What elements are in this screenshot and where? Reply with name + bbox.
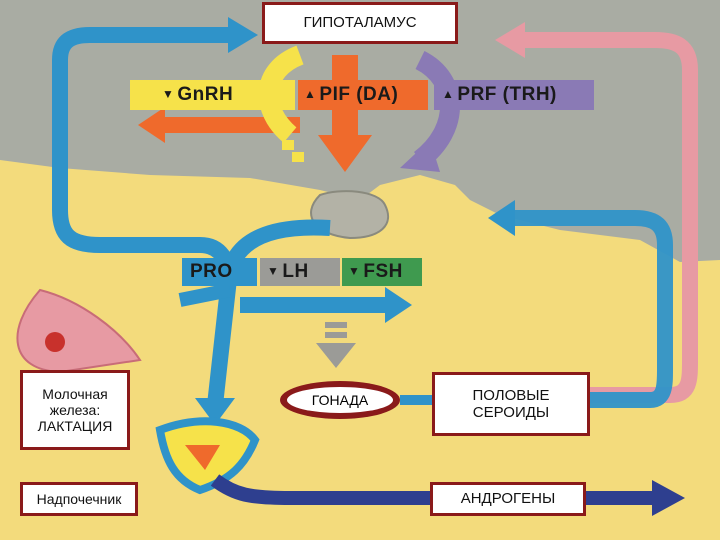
gonad-inner: ГОНАДА [287, 387, 393, 413]
pro-bar [182, 258, 257, 286]
blue-loop-left [52, 27, 238, 286]
blue-middle-arrowhead [385, 287, 412, 323]
blue-right-arrowhead [488, 200, 515, 236]
blue-loop-right [207, 219, 331, 406]
blue-left-branch [178, 283, 232, 307]
androgens-label: АНДРОГЕНЫ [460, 490, 556, 508]
mammary-label: Молочная железа: ЛАКТАЦИЯ [37, 385, 113, 435]
gnrh-dash-2 [292, 152, 304, 162]
adrenal-label: Надпочечник [36, 490, 122, 507]
orange-left-arrowhead [138, 107, 165, 143]
gonad-label: ГОНАДА [311, 392, 369, 408]
gray-arrow-stem-1 [325, 322, 347, 328]
pro-label: PRO [190, 261, 233, 282]
orange-down-arrowhead [318, 135, 372, 172]
mammary-nipple [45, 332, 65, 352]
androgens-box: АНДРОГЕНЫ [430, 482, 586, 516]
gnrh-label: GnRH [162, 84, 233, 106]
hypothalamus-label: ГИПОТАЛАМУС [303, 14, 417, 32]
adrenal-box: Надпочечник [20, 482, 138, 516]
androgen-arrowhead [652, 480, 685, 516]
gnrh-dash-1 [282, 140, 294, 150]
blue-right-loop [470, 210, 673, 408]
steroid-feedback-arrowhead [495, 22, 525, 58]
blue-down-arrowhead [195, 398, 235, 425]
prf-label: PRF (TRH) [442, 84, 557, 106]
pif-label: PIF (DA) [304, 84, 398, 106]
androgen-arrow-line [210, 474, 655, 505]
prf-arrowhead [400, 140, 440, 172]
hypothalamus-box: ГИПОТАЛАМУС [262, 2, 458, 44]
blue-loop-arrowhead [228, 17, 258, 53]
steroids-label: ПОЛОВЫЕ СЕРОИДЫ [472, 386, 550, 421]
steroids-box: ПОЛОВЫЕ СЕРОИДЫ [432, 372, 590, 436]
gray-arrow-stem-2 [325, 332, 347, 338]
gonad-oval: ГОНАДА [280, 381, 400, 419]
hypothalamus-region [0, 0, 720, 262]
gray-down-arrowhead [316, 343, 356, 368]
steroid-feedback-arrow [520, 32, 698, 403]
lh-label: LH [267, 261, 309, 283]
mammary-box: Молочная железа: ЛАКТАЦИЯ [20, 370, 130, 450]
mammary-gland-shape [16, 288, 142, 374]
adrenal-core [185, 445, 220, 470]
fsh-label: FSH [348, 261, 403, 283]
